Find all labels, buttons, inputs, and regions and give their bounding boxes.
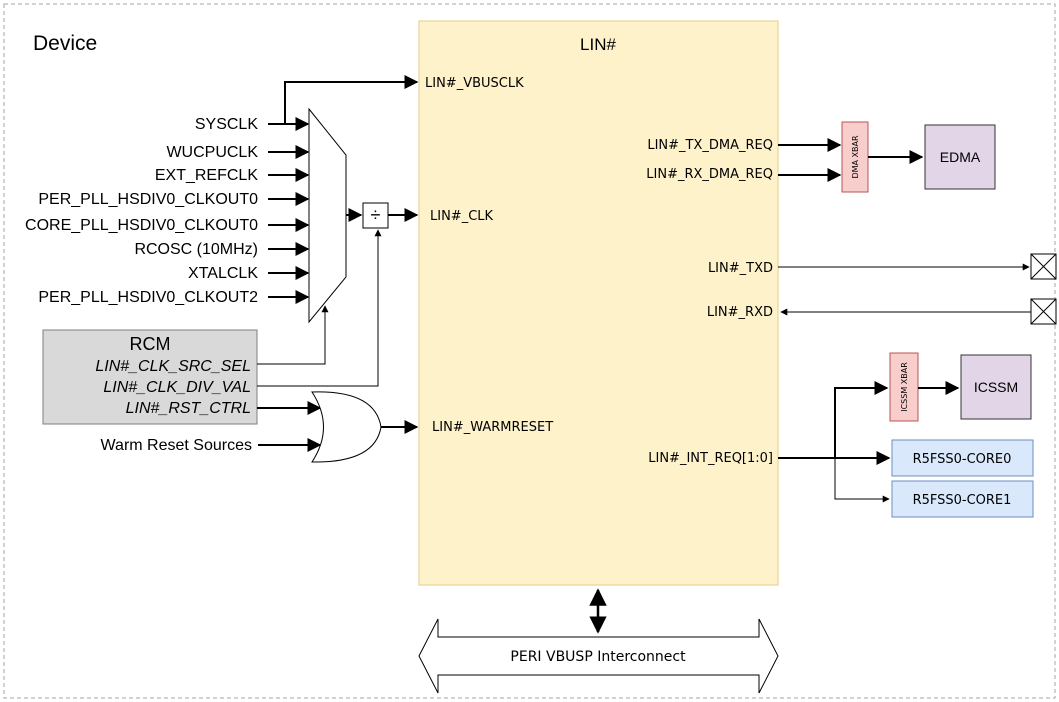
rcm-clk-src-sel: LIN#_CLK_SRC_SEL — [95, 358, 251, 375]
r5fss0-core1-label: R5FSS0-CORE1 — [913, 493, 1012, 508]
peri-vbusp-interconnect — [418, 618, 779, 694]
edma-block — [924, 124, 996, 190]
rcm-block — [42, 329, 258, 425]
icssm-xbar-label: ICSSM XBAR — [900, 362, 909, 412]
lin-rx-dma-req-label: LIN#_RX_DMA_REQ — [646, 167, 773, 182]
warm-reset-sources-label: Warm Reset Sources — [101, 437, 252, 454]
clk-src-sel-wire — [257, 305, 329, 365]
clock-source-per-pll-clkout2: PER_PLL_HSDIV0_CLKOUT2 — [38, 289, 258, 306]
rcm-rst-ctrl: LIN#_RST_CTRL — [126, 400, 251, 417]
r5fss0-core1-block — [891, 480, 1034, 518]
lin-warmreset-label: LIN#_WARMRESET — [432, 420, 553, 435]
r5fss0-core0-label: R5FSS0-CORE0 — [913, 452, 1012, 467]
device-label: Device — [33, 32, 97, 55]
lin-vbusclk-label: LIN#_VBUSCLK — [425, 76, 524, 91]
lin-clk-label: LIN#_CLK — [430, 209, 494, 224]
lin-rxd-label: LIN#_RXD — [707, 305, 773, 320]
clock-source-wires — [268, 117, 310, 304]
r5fss0-core0-block — [891, 439, 1034, 477]
clock-source-xtalclk: XTALCLK — [188, 265, 258, 282]
clock-source-per-pll-clkout0: PER_PLL_HSDIV0_CLKOUT0 — [38, 191, 258, 208]
edma-label: EDMA — [940, 149, 981, 165]
lin-txd-label: LIN#_TXD — [708, 261, 773, 276]
clock-source-ext-refclk: EXT_REFCLK — [155, 167, 258, 184]
int-req-wires — [778, 381, 891, 503]
interconnect-label: PERI VBUSP Interconnect — [510, 649, 686, 665]
clock-source-wucpuclk: WUCPUCLK — [166, 144, 258, 161]
lin-module-block — [418, 20, 779, 586]
or-gate — [311, 391, 382, 463]
icssm-block — [960, 354, 1032, 420]
clock-source-sysclk: SYSCLK — [195, 116, 258, 133]
clock-source-rcosc: RCOSC (10MHz) — [134, 241, 258, 258]
rcm-title: RCM — [130, 334, 171, 354]
icssm-label: ICSSM — [974, 379, 1018, 395]
device-boundary — [3, 3, 1056, 699]
clk-div-val-wire — [257, 229, 382, 387]
rxd-pin-icon — [1030, 298, 1057, 325]
divider-symbol: ÷ — [371, 205, 381, 225]
lin-int-req-label: LIN#_INT_REQ[1:0] — [648, 451, 773, 466]
txd-pin-icon — [1030, 253, 1057, 280]
clock-source-core-pll-clkout0: CORE_PLL_HSDIV0_CLKOUT0 — [25, 217, 258, 234]
rcm-clk-div-val: LIN#_CLK_DIV_VAL — [103, 379, 251, 396]
clock-mux — [308, 107, 347, 324]
dma-xbar-label: DMA XBAR — [851, 135, 860, 179]
sysclk-to-vbusclk-wire — [284, 75, 419, 124]
lin-tx-dma-req-label: LIN#_TX_DMA_REQ — [647, 138, 773, 153]
lin-module-title: LIN# — [580, 35, 616, 54]
icssm-xbar-block — [889, 352, 919, 422]
